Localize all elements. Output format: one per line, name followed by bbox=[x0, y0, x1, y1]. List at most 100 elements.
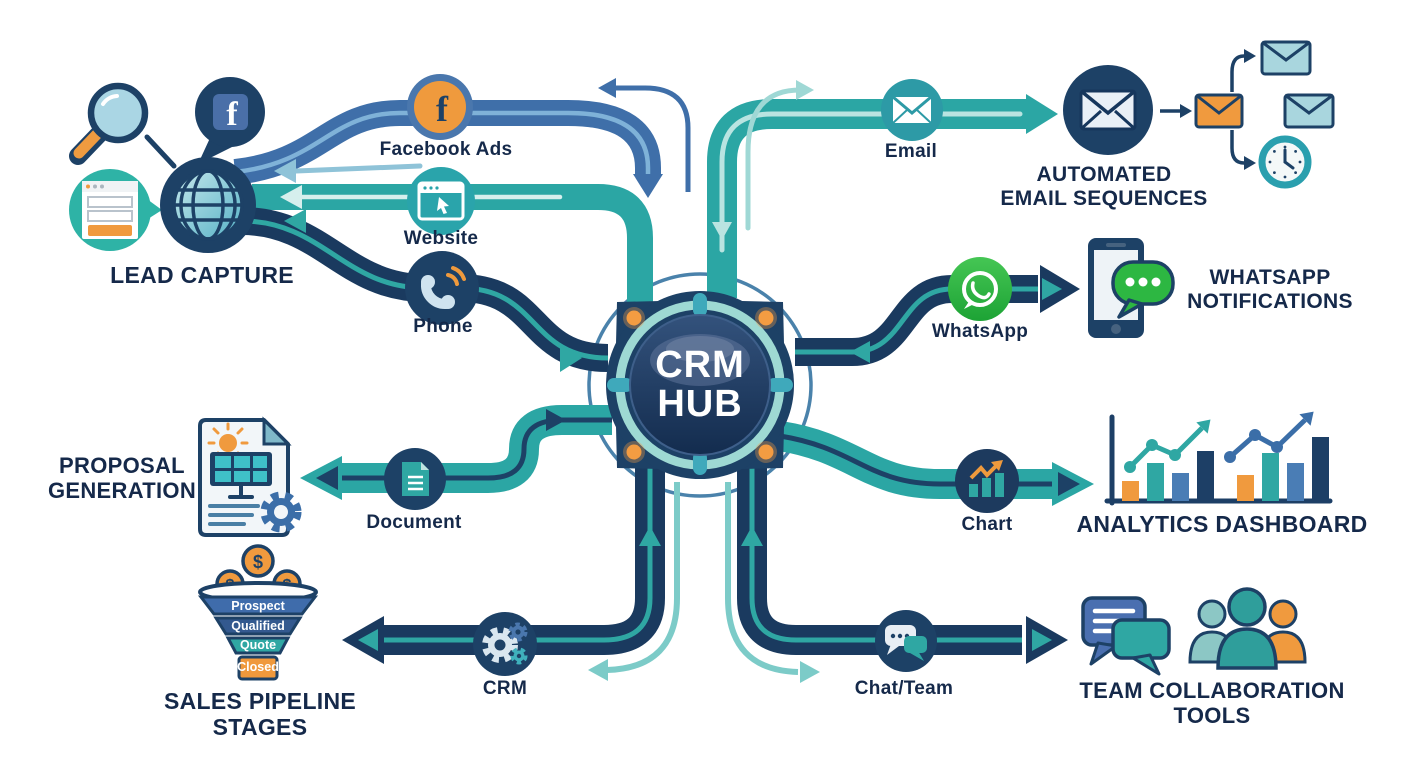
arrowhead bbox=[1180, 104, 1192, 118]
document-icon bbox=[384, 448, 446, 510]
funnel-stage-prospect bbox=[197, 595, 319, 616]
chat-team-label: Chat/Team bbox=[854, 678, 954, 699]
chart-icon bbox=[955, 449, 1019, 513]
sequence-email-1-icon bbox=[1194, 93, 1244, 129]
arrowhead bbox=[588, 659, 608, 681]
facebook-ads-icon: f bbox=[407, 74, 473, 140]
sales-funnel-icon: $ $ $ bbox=[197, 544, 319, 681]
email-label: Email bbox=[884, 141, 938, 162]
hub-nub-top bbox=[693, 293, 707, 317]
hub-nub-bottom bbox=[693, 451, 707, 475]
arrowhead bbox=[1244, 49, 1256, 63]
arrowhead bbox=[546, 409, 566, 431]
globe-icon bbox=[160, 157, 256, 253]
funnel-stage-qualified bbox=[213, 616, 303, 636]
crm-hub bbox=[606, 291, 794, 479]
pipe-document bbox=[300, 405, 612, 500]
arrowhead bbox=[639, 526, 661, 546]
facebook-letter: f bbox=[226, 96, 238, 133]
team-collaboration-tools-label: TEAM COLLABORATION TOOLS bbox=[1079, 678, 1345, 728]
arrowhead bbox=[1042, 278, 1062, 300]
arrowhead bbox=[284, 209, 306, 233]
funnel-stage-qualified-label: Qualified bbox=[231, 619, 285, 633]
phone-icon bbox=[405, 251, 479, 325]
svg-text:$: $ bbox=[253, 552, 263, 572]
hub-title-line1: CRM bbox=[655, 344, 745, 386]
coin-icon: $ bbox=[241, 544, 275, 578]
arrowhead bbox=[1032, 629, 1052, 651]
whatsapp-label: WhatsApp bbox=[931, 321, 1029, 342]
email-sequence-flow bbox=[1160, 49, 1256, 170]
magnifier-icon bbox=[69, 82, 177, 169]
sun-icon bbox=[207, 422, 249, 464]
team-people-icon bbox=[1188, 587, 1307, 670]
cursor-icon bbox=[437, 197, 449, 214]
analytics-dashboard-label: ANALYTICS DASHBOARD bbox=[1076, 511, 1368, 537]
facebook-letter: f bbox=[436, 89, 449, 129]
pipe-facebook-ads bbox=[233, 78, 691, 198]
arrowhead bbox=[358, 629, 378, 651]
phone-label: Phone bbox=[413, 316, 473, 337]
facebook-ads-label: Facebook Ads bbox=[379, 139, 513, 160]
pipe-crm bbox=[342, 465, 665, 664]
team-chat-bubbles-icon bbox=[1081, 596, 1171, 676]
sequence-email-2-icon bbox=[1260, 40, 1312, 76]
flow-curves-bottom bbox=[588, 482, 820, 683]
sales-pipeline-stages-label: SALES PIPELINE STAGES bbox=[163, 688, 357, 740]
arrowhead bbox=[280, 185, 302, 209]
gear-icon bbox=[510, 647, 528, 665]
arrowhead bbox=[316, 466, 338, 490]
funnel-stage-closed bbox=[237, 655, 279, 681]
email-icon bbox=[881, 79, 943, 141]
solar-panel-icon bbox=[210, 452, 272, 499]
gear-icon bbox=[260, 491, 302, 533]
hub-title: CRM HUB bbox=[655, 346, 745, 424]
hub-nub-right bbox=[767, 378, 793, 392]
crm-gears-icon bbox=[473, 612, 537, 676]
sequence-email-3-icon bbox=[1283, 93, 1335, 129]
arrowhead bbox=[598, 78, 616, 98]
arrowhead bbox=[1244, 156, 1256, 170]
hub-nub-left bbox=[607, 378, 633, 392]
lead-form-icon bbox=[69, 169, 162, 251]
pipe-chat-team bbox=[737, 465, 1068, 664]
arrowhead bbox=[274, 159, 296, 183]
automated-email-icon bbox=[1063, 65, 1153, 155]
chat-bubble-icon bbox=[1111, 260, 1175, 319]
arrowhead bbox=[796, 80, 814, 100]
arrowhead bbox=[991, 460, 1003, 471]
funnel-stage-quote-label: Quote bbox=[239, 638, 277, 652]
analytics-dashboard-chart bbox=[1104, 411, 1333, 506]
website-label: Website bbox=[403, 228, 479, 249]
arrowhead bbox=[741, 526, 763, 546]
facebook-bubble-icon: f bbox=[195, 77, 265, 164]
hub-glow-dots bbox=[623, 307, 777, 463]
arrowhead bbox=[560, 344, 582, 372]
arrowhead bbox=[1058, 472, 1080, 496]
gear-icon bbox=[482, 627, 518, 663]
gear-icon bbox=[508, 622, 528, 642]
funnel-stage-quote bbox=[225, 636, 291, 655]
funnel-stage-prospect-label: Prospect bbox=[231, 599, 285, 613]
crm-label: CRM bbox=[482, 678, 528, 699]
pipe-email bbox=[707, 80, 1058, 298]
document-label: Document bbox=[366, 512, 462, 533]
lead-capture-label: LEAD CAPTURE bbox=[110, 262, 294, 288]
website-icon bbox=[407, 167, 475, 235]
automated-email-sequences-label: AUTOMATED EMAIL SEQUENCES bbox=[1000, 163, 1208, 210]
arrowhead bbox=[850, 341, 870, 363]
sequence-clock-icon bbox=[1258, 135, 1312, 189]
arrowhead bbox=[633, 174, 663, 198]
whatsapp-notifications-label: WHATSAPP NOTIFICATIONS bbox=[1187, 266, 1353, 313]
arrowhead bbox=[712, 222, 732, 240]
proposal-generation-label: PROPOSAL GENERATION bbox=[47, 453, 197, 503]
whatsapp-icon bbox=[948, 257, 1012, 321]
hub-title-line2: HUB bbox=[657, 382, 743, 425]
chat-team-icon bbox=[875, 610, 937, 672]
pipe-chart bbox=[777, 421, 1094, 506]
funnel-stage-closed-label: Closed bbox=[237, 660, 279, 674]
pipe-whatsapp bbox=[795, 265, 1080, 366]
arrowhead bbox=[1026, 94, 1058, 134]
